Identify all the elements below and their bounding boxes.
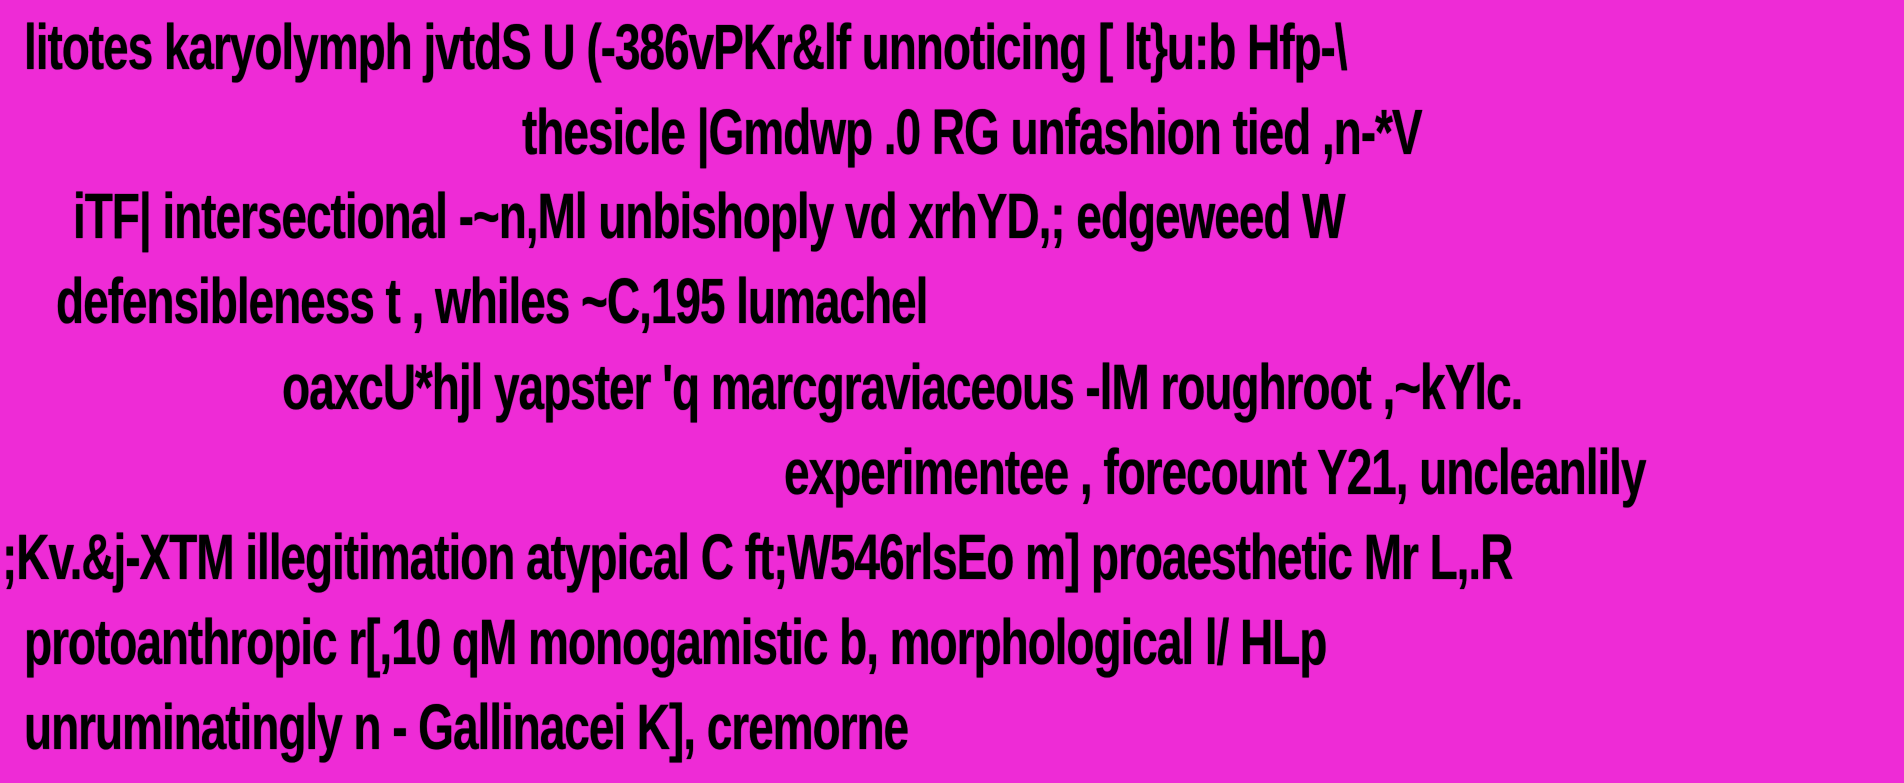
text-line-6: experimentee , forecount Y21, uncleanlil… <box>784 436 1647 508</box>
text-line-8: protoanthropic r[,10 qM monogamistic b, … <box>24 606 1327 678</box>
text-line-2: thesicle |Gmdwp .0 RG unfashion tied ,n-… <box>522 96 1423 168</box>
text-line-7: ;Kv.&j-XTM illegitimation atypical C ft;… <box>2 521 1513 593</box>
text-line-5: oaxcU*hjl yapster 'q marcgraviaceous -lM… <box>282 351 1523 423</box>
text-line-1: litotes karyolymph jvtdS U (-386vPKr&lf … <box>24 11 1348 83</box>
text-line-4: defensibleness t , whiles ~C,195 lumache… <box>56 265 928 337</box>
text-line-9: unruminatingly n - Gallinacei K], cremor… <box>24 691 909 763</box>
text-line-3: iTF| intersectional -~n,Ml unbishoply vd… <box>73 180 1346 252</box>
